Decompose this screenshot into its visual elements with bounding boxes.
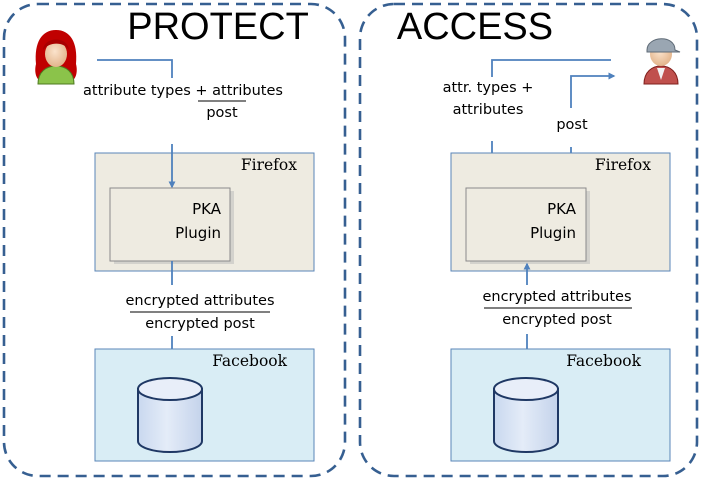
access-facebook-box — [450, 348, 671, 462]
access-pka-plugin-box — [465, 187, 587, 262]
access-input-label-line1: attr. types + — [443, 80, 534, 96]
access-facebook-label: Facebook — [566, 352, 641, 370]
database-icon — [493, 377, 559, 453]
protect-panel-frame — [2, 2, 347, 478]
database-icon — [137, 377, 203, 453]
protect-plugin-label-line1: PKA — [192, 200, 222, 218]
access-title: ACCESS — [397, 6, 553, 48]
protect-firefox-label: Firefox — [241, 156, 297, 174]
protect-output-sublabel: encrypted post — [145, 316, 255, 332]
access-plugin-label-line2: Plugin — [530, 224, 576, 242]
male-user-icon — [643, 38, 681, 85]
access-input-label-line2: attributes — [453, 102, 524, 118]
access-user-flow-line — [491, 59, 611, 77]
protect-panel: PROTECT attribute types + attributes pos… — [2, 2, 347, 478]
protect-facebook-box — [94, 348, 315, 462]
female-user-icon — [35, 30, 77, 85]
protect-title: PROTECT — [127, 6, 309, 48]
access-return-arrow — [570, 72, 616, 108]
access-return-label: post — [556, 117, 588, 133]
protect-pka-plugin-box — [109, 187, 231, 262]
protect-input-sublabel: post — [206, 105, 238, 121]
access-panel-frame — [358, 2, 699, 478]
access-retrieved-sublabel: encrypted post — [502, 312, 612, 328]
access-plugin-label-line1: PKA — [547, 200, 577, 218]
protect-input-label: attribute types + attributes — [83, 83, 283, 99]
access-panel: ACCESS attr. types + attributes post Fir… — [358, 2, 699, 478]
protect-facebook-label: Facebook — [212, 352, 287, 370]
access-retrieved-label: encrypted attributes — [482, 289, 631, 305]
protect-output-label: encrypted attributes — [125, 293, 274, 309]
protect-user-flow-line — [97, 59, 173, 78]
protect-plugin-label-line2: Plugin — [175, 224, 221, 242]
access-firefox-label: Firefox — [595, 156, 651, 174]
